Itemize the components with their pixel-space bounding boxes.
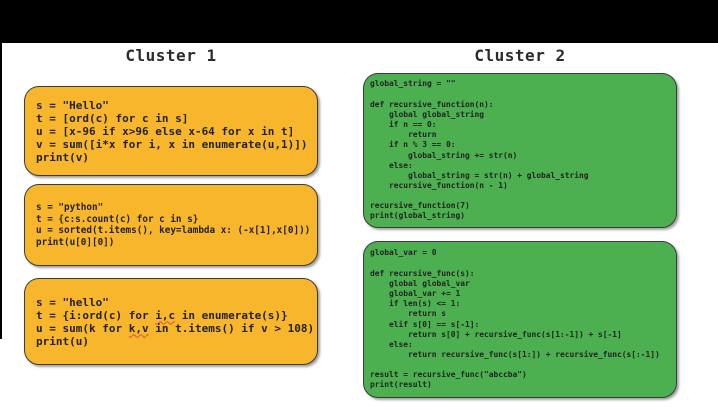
code-text: global_string = "" def recursive_functio… bbox=[370, 79, 589, 221]
left-edge-strip bbox=[0, 0, 2, 339]
code-text: s = "hello" t = {i:ord(c) for i,c in enu… bbox=[36, 295, 315, 348]
cluster-1-code-card-2: s = "python" t = {c:s.count(c) for c in … bbox=[24, 184, 318, 266]
code-text: global_var = 0 def recursive_func(s): gl… bbox=[370, 248, 660, 390]
code-text: s = "Hello" t = [ord(c) for c in s] u = … bbox=[36, 98, 308, 164]
cluster-2-title: Cluster 2 bbox=[474, 46, 566, 65]
top-black-bar bbox=[0, 0, 718, 43]
cluster-1-title: Cluster 1 bbox=[125, 46, 217, 65]
cluster-2-code-card-2: global_var = 0 def recursive_func(s): gl… bbox=[363, 241, 677, 398]
code-text: s = "python" t = {c:s.count(c) for c in … bbox=[36, 202, 311, 248]
cluster-2-code-card-1: global_string = "" def recursive_functio… bbox=[363, 73, 677, 228]
cluster-1-code-card-3: s = "hello" t = {i:ord(c) for i,c in enu… bbox=[24, 278, 318, 365]
cluster-1-code-card-1: s = "Hello" t = [ord(c) for c in s] u = … bbox=[24, 86, 318, 176]
